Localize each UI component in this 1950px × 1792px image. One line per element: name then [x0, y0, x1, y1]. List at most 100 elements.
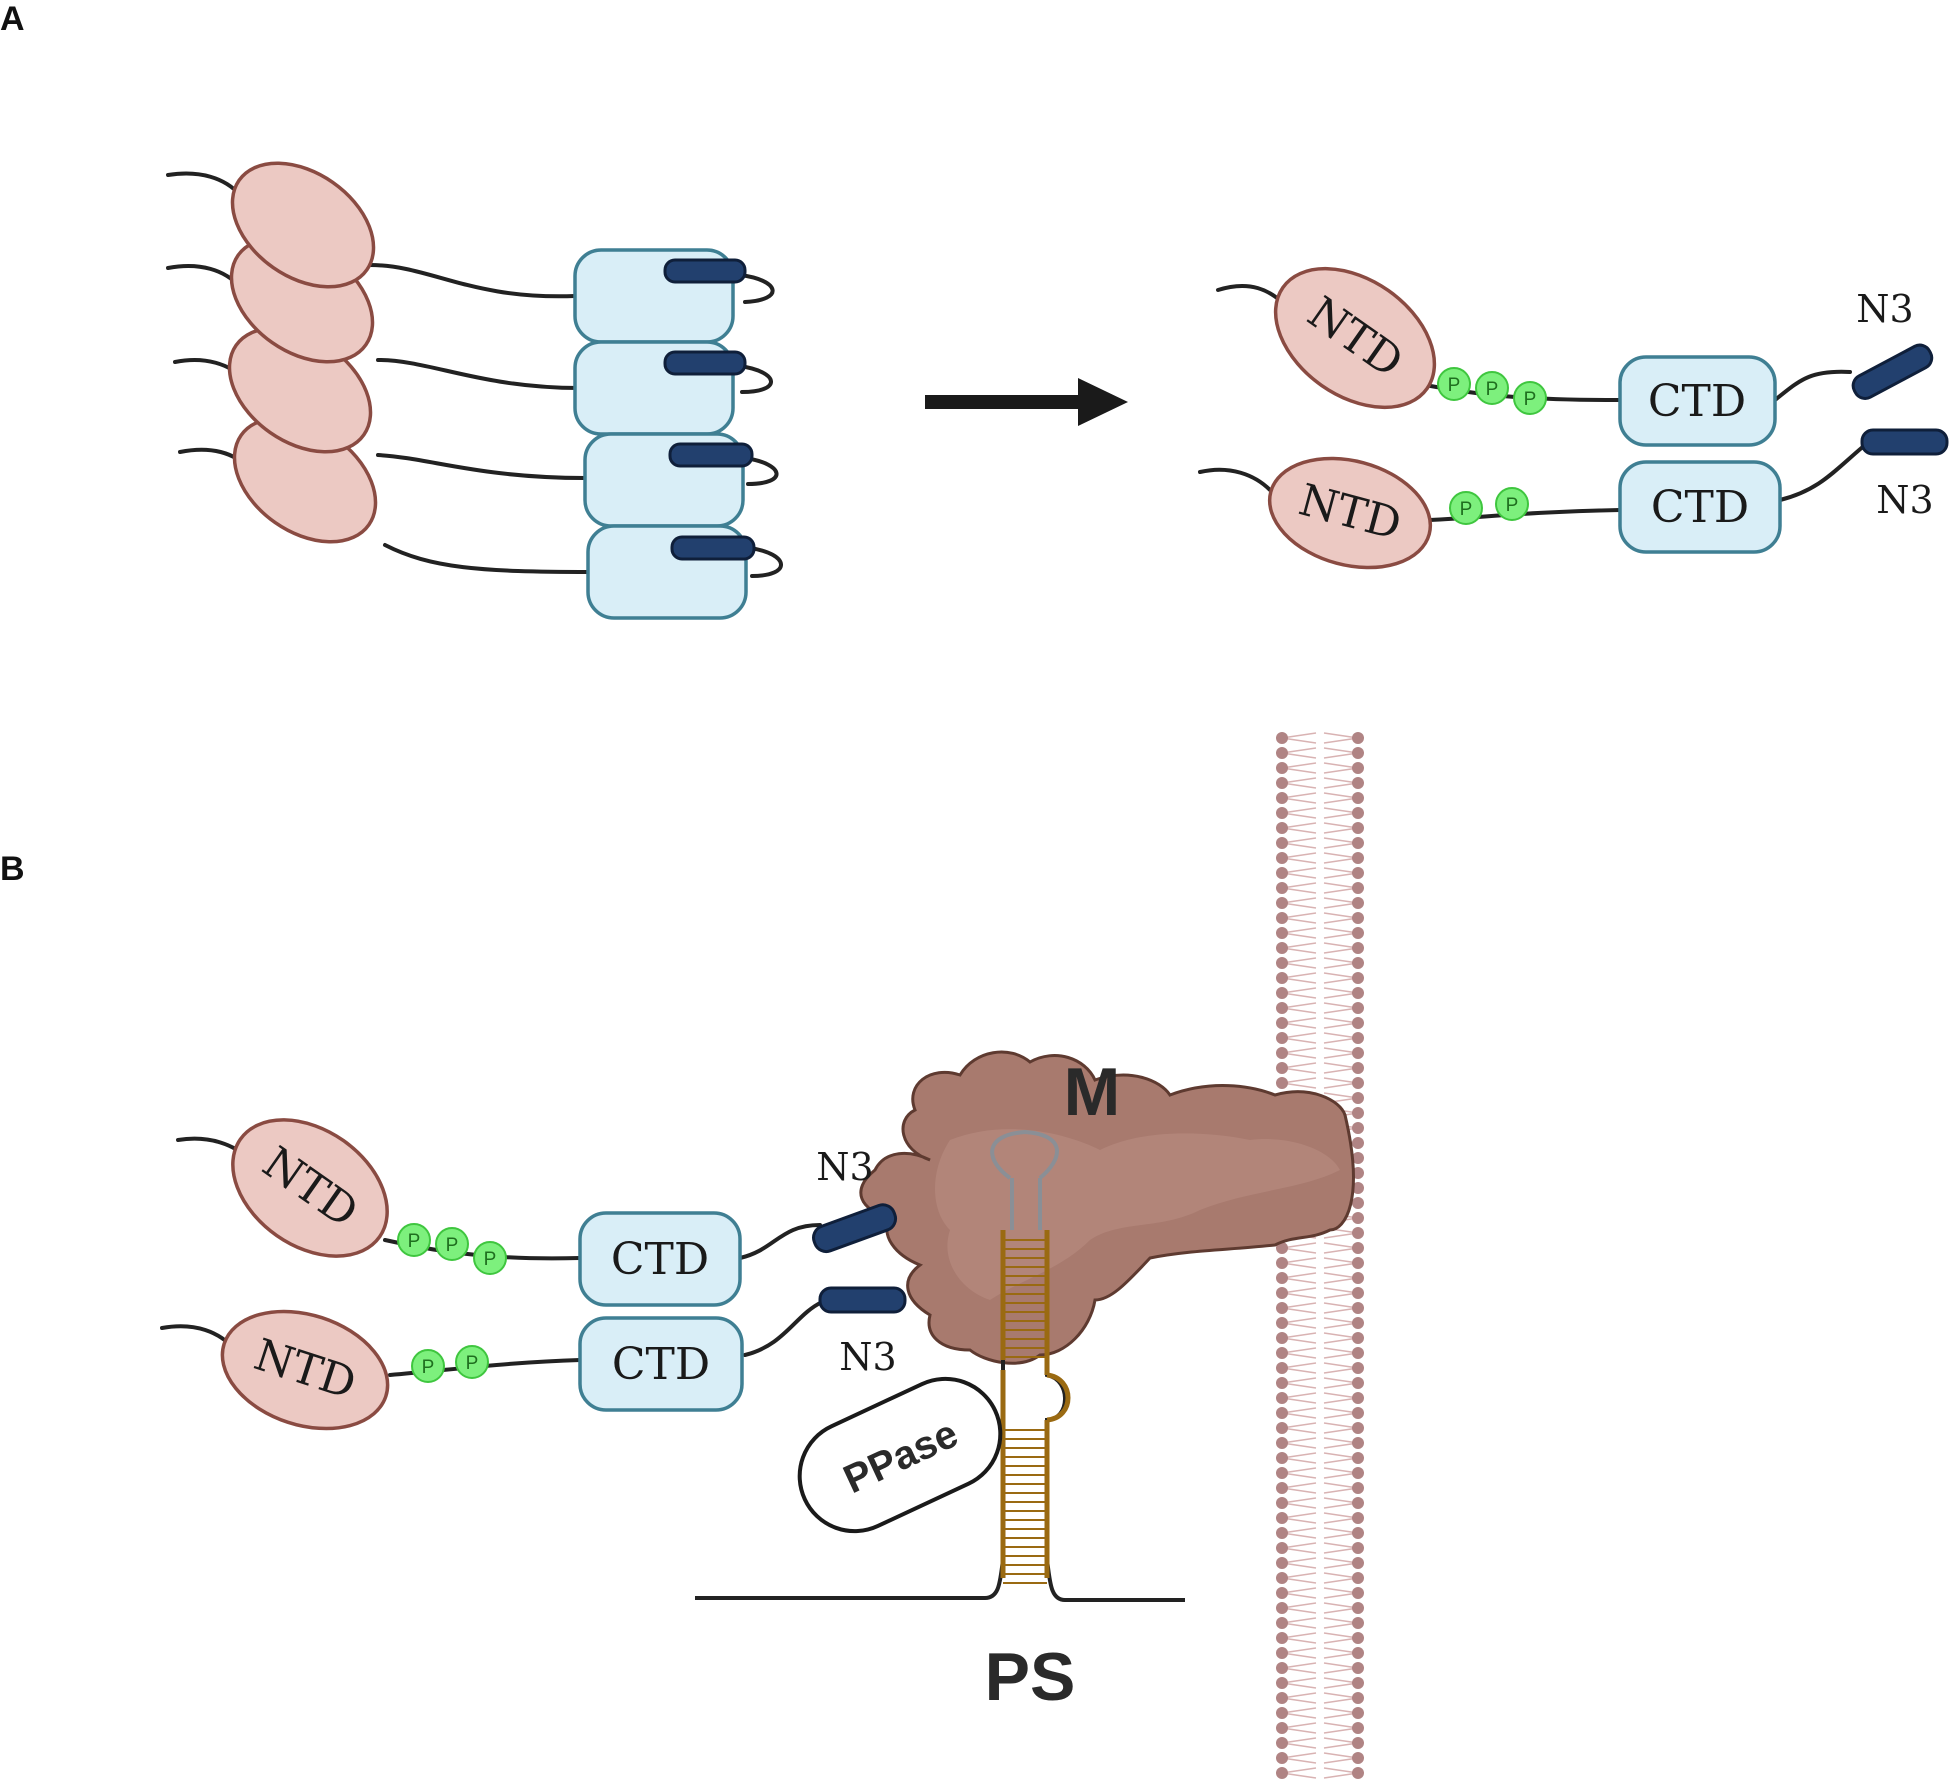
lipid-head [1352, 1647, 1364, 1659]
lipid-head [1276, 1422, 1288, 1434]
lipid-head [1352, 1692, 1364, 1704]
rna-loop [990, 1129, 1059, 1180]
lipid-head [1276, 1032, 1288, 1044]
lipid-head [1352, 1617, 1364, 1629]
lipid-head [1352, 1377, 1364, 1389]
lipid-head [1276, 1077, 1288, 1089]
n3-label: N3 [839, 1335, 896, 1379]
n3-loop [743, 456, 779, 486]
lipid-head [1276, 1767, 1288, 1779]
lipid-head [1276, 1722, 1288, 1734]
n-proteins-bound: NTD P P P CTD N3 NTD P P CTD N3 [160, 1118, 907, 1431]
n3-bar [1851, 343, 1934, 400]
lipid-head [1352, 1407, 1364, 1419]
lipid-head [1276, 1557, 1288, 1569]
n3-bar [663, 258, 747, 284]
lipid-head [1276, 1527, 1288, 1539]
lipid-head [1276, 1587, 1288, 1599]
lipid-bilayer-membrane [1276, 732, 1364, 1779]
lipid-head [1352, 1272, 1364, 1284]
m-label: M [1064, 1054, 1121, 1130]
n3-loop [738, 364, 773, 394]
phospho-label: P [484, 1249, 497, 1270]
lipid-head [1276, 1737, 1288, 1749]
lipid-head [1352, 1077, 1364, 1089]
lipid-head [1276, 927, 1288, 939]
rna-bulge [1046, 1372, 1071, 1423]
n3-bar [668, 442, 754, 468]
panel-label-a: A [0, 0, 25, 38]
ppase: PPase [797, 1376, 1003, 1534]
lipid-head [1352, 972, 1364, 984]
lipid-head [1276, 1242, 1288, 1254]
lipid-head [1352, 1107, 1364, 1119]
lipid-head [1352, 1212, 1364, 1224]
lipid-head [1352, 912, 1364, 924]
n-tail [1198, 467, 1272, 492]
lipid-head [1276, 1602, 1288, 1614]
lipid-head [1352, 822, 1364, 834]
lipid-head [1352, 1137, 1364, 1149]
phospho-circle [435, 1227, 469, 1261]
ctd-box [1618, 460, 1782, 554]
lipid-head [1352, 837, 1364, 849]
lipid-head [1276, 1617, 1288, 1629]
lipid-head [1276, 1452, 1288, 1464]
lipid-head [1276, 1257, 1288, 1269]
lipid-head [1276, 867, 1288, 879]
phospho-circle [1513, 381, 1547, 415]
lipid-head [1276, 957, 1288, 969]
lipid-head [1352, 897, 1364, 909]
lipid-head [1352, 867, 1364, 879]
base-pair-rungs [1003, 1239, 1047, 1584]
ctd-label: CTD [611, 1234, 709, 1285]
lipid-head [1276, 1512, 1288, 1524]
lipid-head [1276, 1677, 1288, 1689]
lipid-head [1352, 942, 1364, 954]
lipid-head [1352, 987, 1364, 999]
n-tail-2 [166, 264, 242, 289]
lipid-head [1352, 1632, 1364, 1644]
ctd-n3-linker [1773, 369, 1852, 402]
lipid-head [1352, 1587, 1364, 1599]
phospho-circle [455, 1345, 489, 1379]
lipid-head [1352, 882, 1364, 894]
lipid-head [1352, 1227, 1364, 1239]
lipid-head [1352, 762, 1364, 774]
lipid-head [1352, 1002, 1364, 1014]
lipid-head [1352, 1017, 1364, 1029]
lipid-head [1276, 1347, 1288, 1359]
ctd-label: CTD [612, 1339, 710, 1390]
lipid-head [1276, 1542, 1288, 1554]
n3-label: N3 [1876, 478, 1933, 522]
lipid-head [1352, 1542, 1364, 1554]
linker-3 [376, 453, 587, 480]
lipid-head [1276, 1377, 1288, 1389]
lipid-head [1352, 1062, 1364, 1074]
lipid-head [1352, 1362, 1364, 1374]
phospho-circle [397, 1223, 431, 1257]
lipid-head [1352, 1152, 1364, 1164]
lipid-head [1352, 1572, 1364, 1584]
lipid-head [1352, 1437, 1364, 1449]
n3-label: N3 [1856, 287, 1913, 331]
lipid-head [1352, 792, 1364, 804]
lipid-head [1352, 927, 1364, 939]
lipid-head [1352, 1347, 1364, 1359]
lipid-head [1352, 1467, 1364, 1479]
n3-bar [670, 535, 756, 561]
lipid-head [1276, 822, 1288, 834]
phospho-circle [411, 1349, 445, 1383]
lipid-head [1276, 1332, 1288, 1344]
lipid-head [1352, 1707, 1364, 1719]
lipid-head [1276, 1017, 1288, 1029]
lipid-head [1276, 837, 1288, 849]
ntd-oval [1267, 456, 1433, 570]
linker-1 [368, 263, 577, 299]
phospho-label: P [1524, 389, 1537, 410]
linker-2 [376, 358, 582, 390]
n3-bar [818, 1286, 907, 1314]
ctd-box [1618, 355, 1777, 447]
dissociated-n-proteins: NTD P P P CTD N3 NTD P P CTD N3 [1198, 266, 1949, 570]
